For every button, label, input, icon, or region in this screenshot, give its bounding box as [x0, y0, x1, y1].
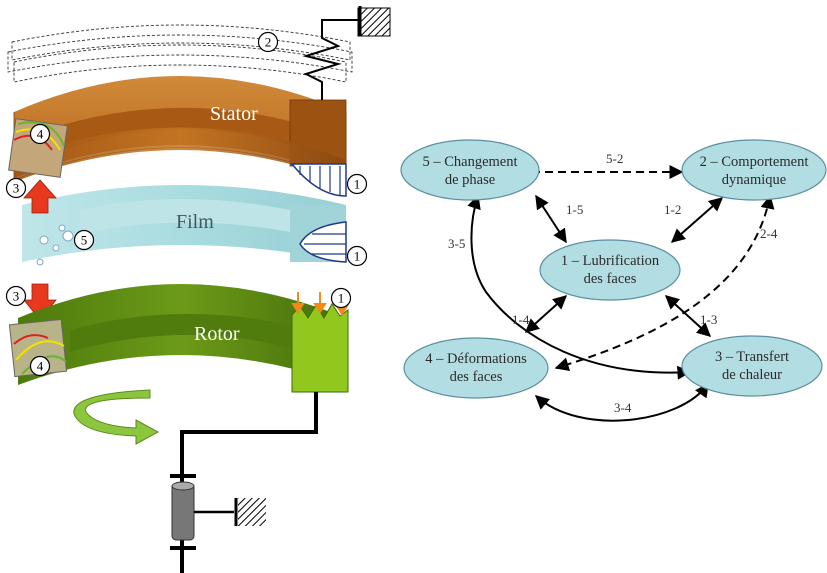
svg-text:1: 1: [338, 291, 345, 306]
edge-label-1-5: 1-5: [566, 202, 583, 217]
red-arrow-up: [23, 179, 57, 214]
edge-labels: 5-2 1-5 1-2 3-5 2-4 1-4 1-3 3-4: [448, 151, 778, 415]
stator-heat-map: [8, 118, 68, 178]
svg-text:1 – Lubrification: 1 – Lubrification: [561, 253, 660, 269]
stator-label: Stator: [210, 103, 258, 125]
marker-1-stator: 1: [346, 173, 368, 195]
rotor-label: Rotor: [194, 323, 240, 345]
svg-text:3: 3: [13, 181, 20, 196]
svg-text:1: 1: [354, 177, 361, 192]
svg-text:2: 2: [265, 35, 272, 50]
svg-text:de chaleur: de chaleur: [722, 367, 782, 383]
rotor-ring: Rotor: [18, 284, 349, 393]
node-1: 1 – Lubrification des faces: [539, 239, 681, 301]
edge-label-3-4: 3-4: [614, 400, 632, 415]
film-label: Film: [176, 211, 214, 233]
svg-text:2 – Comportement: 2 – Comportement: [700, 154, 809, 170]
svg-text:4: 4: [37, 127, 44, 142]
edge-1-4: [524, 295, 568, 333]
stator-pressure-profile: [290, 163, 347, 197]
shaft: [170, 392, 318, 573]
marker-3-down: 3: [5, 285, 27, 307]
rotation-arrow: [73, 389, 160, 445]
svg-text:des faces: des faces: [584, 271, 637, 287]
svg-text:5: 5: [81, 233, 88, 248]
stator-ring: Stator: [13, 76, 347, 182]
marker-1-film: 1: [346, 245, 368, 267]
edge-1-5: [535, 194, 567, 244]
svg-text:de phase: de phase: [445, 172, 495, 188]
film-ring: Film: [22, 185, 347, 266]
edge-label-1-4: 1-4: [512, 312, 530, 327]
marker-4-stator: 4: [29, 123, 51, 145]
coupling-graph: 5-2 1-5 1-2 3-5 2-4 1-4 1-3 3-4 5 – Chan…: [400, 139, 827, 422]
graph-edges: [467, 165, 775, 422]
edge-label-2-4: 2-4: [760, 226, 778, 241]
svg-text:des faces: des faces: [450, 369, 503, 385]
edge-3-4: [534, 382, 709, 422]
svg-text:dynamique: dynamique: [722, 172, 786, 188]
node-4: 4 – Déformations des faces: [403, 337, 549, 399]
node-5: 5 – Changement de phase: [400, 139, 540, 201]
marker-3-up: 3: [5, 177, 27, 199]
edge-label-1-3: 1-3: [700, 312, 717, 327]
marker-1-rotor: 1: [330, 287, 352, 309]
spring-support: [302, 6, 391, 100]
vibration-outlines: [7, 24, 353, 83]
edge-1-3: [664, 295, 712, 337]
mechanical-seal-illustration: Stator Film: [5, 6, 391, 573]
svg-text:5 – Changement: 5 – Changement: [422, 154, 517, 170]
svg-text:4 – Déformations: 4 – Déformations: [425, 351, 527, 367]
node-3: 3 – Transfert de chaleur: [681, 335, 823, 397]
edge-label-1-2: 1-2: [664, 202, 681, 217]
marker-4-rotor: 4: [29, 355, 51, 377]
marker-2: 2: [257, 31, 279, 53]
rotor-heat-map: [8, 318, 68, 378]
svg-text:3: 3: [13, 289, 20, 304]
svg-text:4: 4: [37, 359, 44, 374]
svg-text:1: 1: [354, 249, 361, 264]
bearing: [171, 481, 266, 541]
edge-label-3-5: 3-5: [448, 236, 465, 251]
bubbles: [36, 224, 74, 266]
edge-label-5-2: 5-2: [606, 151, 623, 166]
ground-hatch-bottom: [238, 498, 266, 526]
node-2: 2 – Comportement dynamique: [681, 139, 827, 201]
ground-hatch-top: [357, 7, 391, 37]
svg-text:3 – Transfert: 3 – Transfert: [715, 349, 789, 365]
marker-5: 5: [73, 229, 95, 251]
